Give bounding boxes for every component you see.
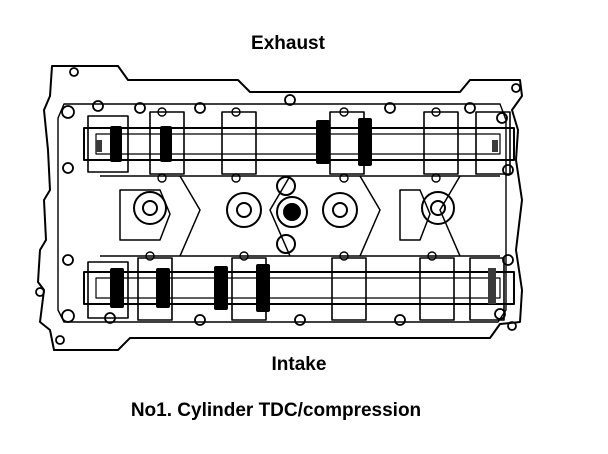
spark-plug-bosses bbox=[133, 176, 455, 254]
head-bolts bbox=[35, 67, 521, 345]
exhaust-cam-lobes bbox=[110, 118, 372, 166]
intake-bearing-caps bbox=[87, 257, 505, 321]
head-center-web bbox=[100, 175, 500, 257]
exhaust-bearing-caps bbox=[87, 111, 511, 175]
cap-bolts bbox=[145, 107, 441, 261]
intake-camshaft bbox=[83, 271, 515, 305]
exhaust-label: Exhaust bbox=[251, 33, 325, 54]
head-inner-frame bbox=[57, 103, 507, 323]
intake-cam-lobes bbox=[110, 264, 270, 312]
exhaust-camshaft bbox=[83, 127, 515, 161]
shading-details bbox=[96, 140, 498, 304]
cylinder-head-outline bbox=[37, 65, 523, 351]
diagram-caption: No1. Cylinder TDC/compression bbox=[130, 400, 422, 421]
intake-label: Intake bbox=[271, 354, 327, 375]
